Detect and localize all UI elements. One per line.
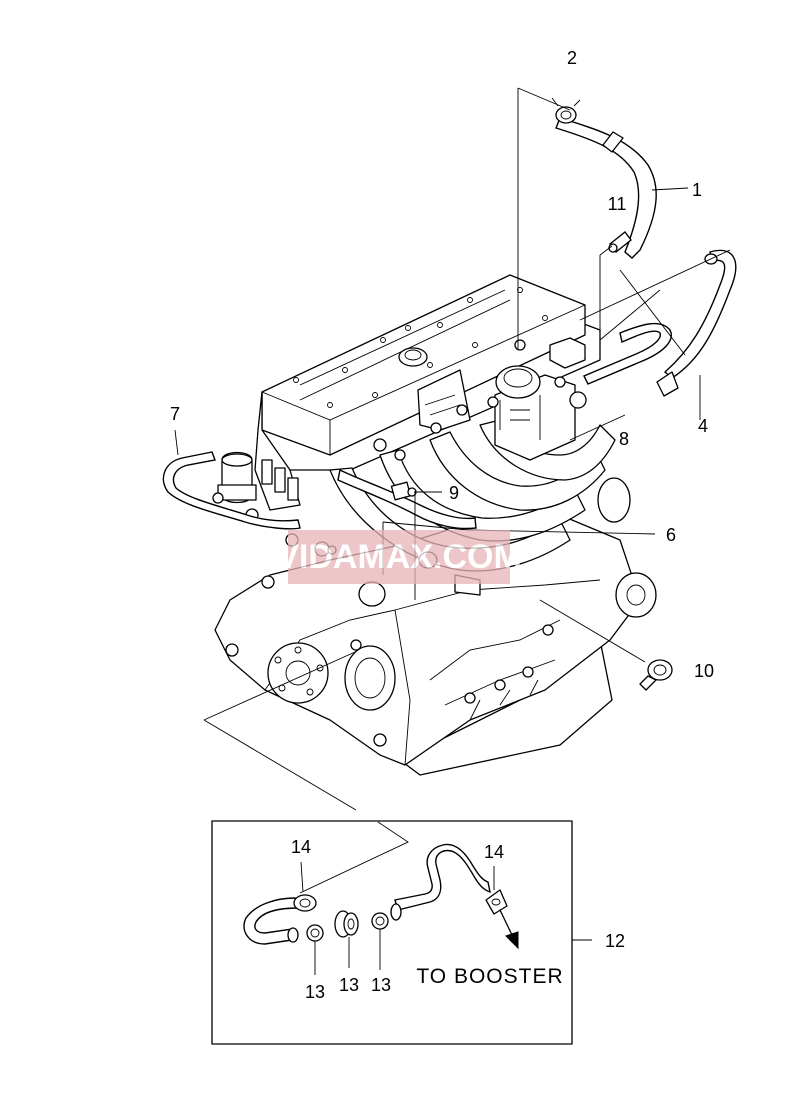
clamp-2 <box>551 97 581 124</box>
hose-10 <box>608 231 632 253</box>
hose-4 <box>656 249 737 397</box>
watermark: VIDAMAX.COM <box>276 530 522 584</box>
callout-11: 12 <box>605 931 625 951</box>
callout-13-left: 13 <box>305 982 325 1002</box>
hose-connector-8 <box>390 481 417 501</box>
callout-8: 9 <box>449 483 459 503</box>
callout-14-left: 14 <box>291 837 311 857</box>
callout-6: 7 <box>170 404 180 424</box>
callout-13-right: 13 <box>371 975 391 995</box>
callout-labels: 2 1 11 4 8 7 9 6 10 14 14 12 13 13 13 TO… <box>170 48 714 1002</box>
hose-1 <box>555 117 657 259</box>
watermark-text: VIDAMAX.COM <box>276 538 522 576</box>
callout-1: 1 <box>692 180 702 200</box>
callout-2: 2 <box>567 48 577 68</box>
clamp-9 <box>639 659 673 691</box>
callout-9: 10 <box>694 661 714 681</box>
callout-5: 6 <box>666 525 676 545</box>
callout-12: 13 <box>339 975 359 995</box>
hose-5 <box>337 468 477 530</box>
callout-7: 8 <box>619 429 629 449</box>
leader-lines <box>174 87 731 811</box>
callout-4: 4 <box>698 416 708 436</box>
to-booster-note: TO BOOSTER <box>416 965 563 988</box>
callout-10: 11 <box>608 194 627 214</box>
callout-14-right: 14 <box>484 842 504 862</box>
booster-hose-inset <box>211 820 592 1045</box>
hose-6 <box>162 451 301 530</box>
